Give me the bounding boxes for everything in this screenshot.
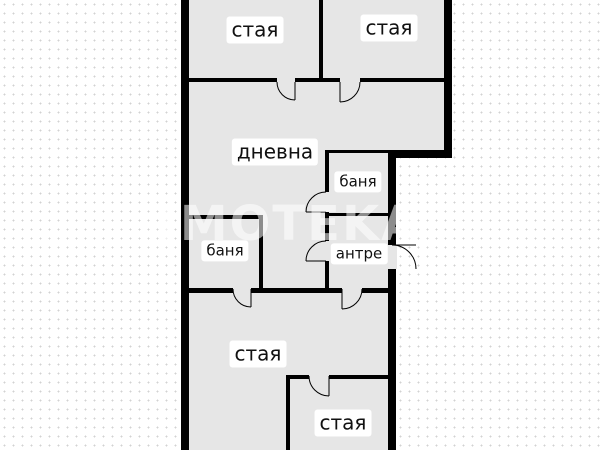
- wall-bathroom-right-left: [325, 150, 329, 290]
- label-room-bottom: стая: [314, 409, 372, 437]
- wall-outer-right-lower: [388, 150, 396, 450]
- room-floors: [188, 0, 445, 450]
- door-room-bottom: [308, 375, 330, 397]
- wall-bottom-room-left: [286, 375, 290, 450]
- label-room-top-left: стая: [226, 16, 284, 44]
- wall-top-rooms-divider: [319, 0, 323, 80]
- door-bathroom-left: [232, 288, 252, 308]
- label-bathroom-right: баня: [334, 171, 382, 193]
- label-room-lower: стая: [229, 340, 287, 368]
- wall-outer-left: [181, 0, 189, 450]
- wall-bathroom-hall-divider: [325, 213, 389, 216]
- door-hallway-left: [305, 240, 327, 262]
- wall-notch: [388, 150, 452, 158]
- doors: [232, 77, 417, 397]
- wall-top-rooms-bottom: [188, 78, 445, 82]
- wall-outer-top-right: [444, 0, 452, 158]
- door-room-top-left: [276, 81, 296, 101]
- label-bathroom-left: баня: [201, 240, 249, 262]
- wall-middle-horizontal: [188, 288, 389, 293]
- wall-bathroom-left-right: [259, 215, 263, 290]
- door-room-lower: [341, 288, 363, 310]
- wall-bottom-room-top: [286, 375, 389, 379]
- wall-bathroom-right-top: [325, 150, 389, 153]
- label-room-top-right: стая: [360, 14, 418, 42]
- door-bathroom-right: [305, 191, 327, 213]
- walls: [181, 0, 452, 450]
- wall-bathroom-left-top: [188, 215, 262, 219]
- label-living-room: дневна: [231, 138, 319, 166]
- label-hallway: антре: [330, 243, 388, 265]
- door-room-top-right: [339, 81, 361, 103]
